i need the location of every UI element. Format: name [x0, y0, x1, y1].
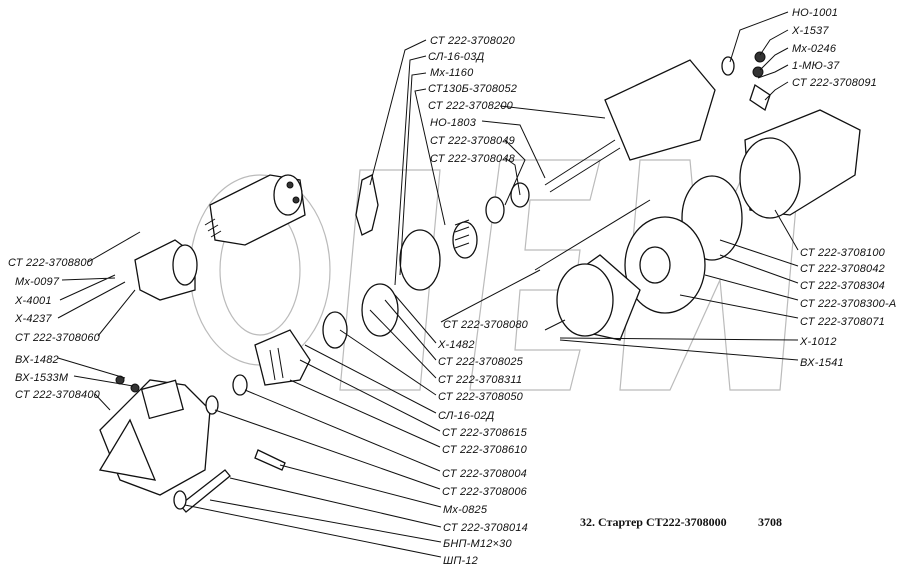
labels-left: СТ 222-3708800 Мх-0097 Х-4001 Х-4237 СТ … [8, 257, 101, 401]
labels-bottom: СТ 222-3708080 Х-1482 СТ 222-3708025 СТ … [437, 319, 529, 567]
part-label: СТ 222-3708304 [800, 280, 885, 292]
part-label: СТ 222-3708006 [442, 486, 528, 498]
part-label: 1-МЮ-37 [792, 60, 840, 72]
part-label: СТ 222-3708400 [15, 389, 101, 401]
diagram-caption: 32. Стартер СТ222-3708000 [580, 515, 727, 529]
part-label: СТ 222-3708004 [442, 468, 527, 480]
part-label: СТ 222-3708300-А [800, 298, 896, 310]
brush-holder-cover [556, 216, 706, 341]
drive-lever [355, 174, 379, 236]
part-label: СТ 222-3708025 [438, 356, 524, 368]
stator-housing [681, 109, 861, 261]
part-label: СЛ-16-02Д [438, 410, 495, 422]
group-number: 3708 [758, 515, 782, 529]
part-label: СТ 222-3708020 [430, 35, 516, 47]
part-label: СТ 222-3708311 [438, 374, 522, 386]
part-label: Х-1012 [799, 336, 837, 348]
part-label: БНП-М12×30 [443, 538, 512, 550]
labels-top-right: НО-1001 Х-1537 Мх-0246 1-МЮ-37 СТ 222-37… [791, 7, 877, 89]
part-label: СТ 222-3708091 [792, 77, 877, 89]
part-label: Х-1537 [791, 25, 829, 37]
tie-rods-and-bolts [115, 51, 771, 513]
part-label: Мх-0825 [443, 504, 488, 516]
part-label: ВХ-1533М [15, 372, 69, 384]
part-label: СТ130Б-3708052 [428, 83, 517, 95]
part-label: СТ 222-3708050 [438, 391, 524, 403]
labels-top: СТ 222-3708020 СЛ-16-03Д Мх-1160 СТ130Б-… [428, 35, 517, 165]
part-label: СТ 222-3708615 [442, 427, 528, 439]
part-label: Х-4001 [14, 295, 52, 307]
part-label: СЛ-16-03Д [428, 51, 485, 63]
leader-lines [57, 11, 799, 558]
part-label: Х-4237 [14, 313, 52, 325]
part-label: Х-1482 [437, 339, 475, 351]
part-label: СТ 222-3708060 [15, 332, 101, 344]
armature [544, 56, 735, 193]
labels-right: СТ 222-3708100 СТ 222-3708042 СТ 222-370… [799, 247, 896, 369]
part-label: СТ 222-3708071 [800, 316, 885, 328]
part-label: Мх-1160 [430, 67, 474, 79]
part-label: НО-1001 [792, 7, 838, 19]
drive-housing [98, 379, 211, 496]
part-label: СТ 222-3708080 [443, 319, 529, 331]
part-label: ВХ-1482 [15, 354, 59, 366]
part-label: НО-1803 [430, 117, 477, 129]
part-label: ВХ-1541 [800, 357, 844, 369]
part-label: СТ 222-3708048 [430, 153, 516, 165]
drive-pinion [254, 329, 311, 386]
springs-and-washers [205, 182, 530, 415]
part-label: СТ 222-3708014 [443, 522, 528, 534]
part-label: СТ 222-3708100 [800, 247, 886, 259]
part-label: Мх-0246 [792, 43, 837, 55]
part-label: СТ 222-3708200 [428, 100, 514, 112]
part-label: СТ 222-3708042 [800, 263, 885, 275]
part-label: СТ 222-3708049 [430, 135, 515, 147]
solenoid-plunger [134, 239, 198, 301]
part-label: ШП-12 [443, 555, 478, 567]
part-label: СТ 222-3708800 [8, 257, 94, 269]
solenoid-relay [204, 174, 306, 246]
part-label: СТ 222-3708610 [442, 444, 528, 456]
part-label: Мх-0097 [15, 276, 60, 288]
